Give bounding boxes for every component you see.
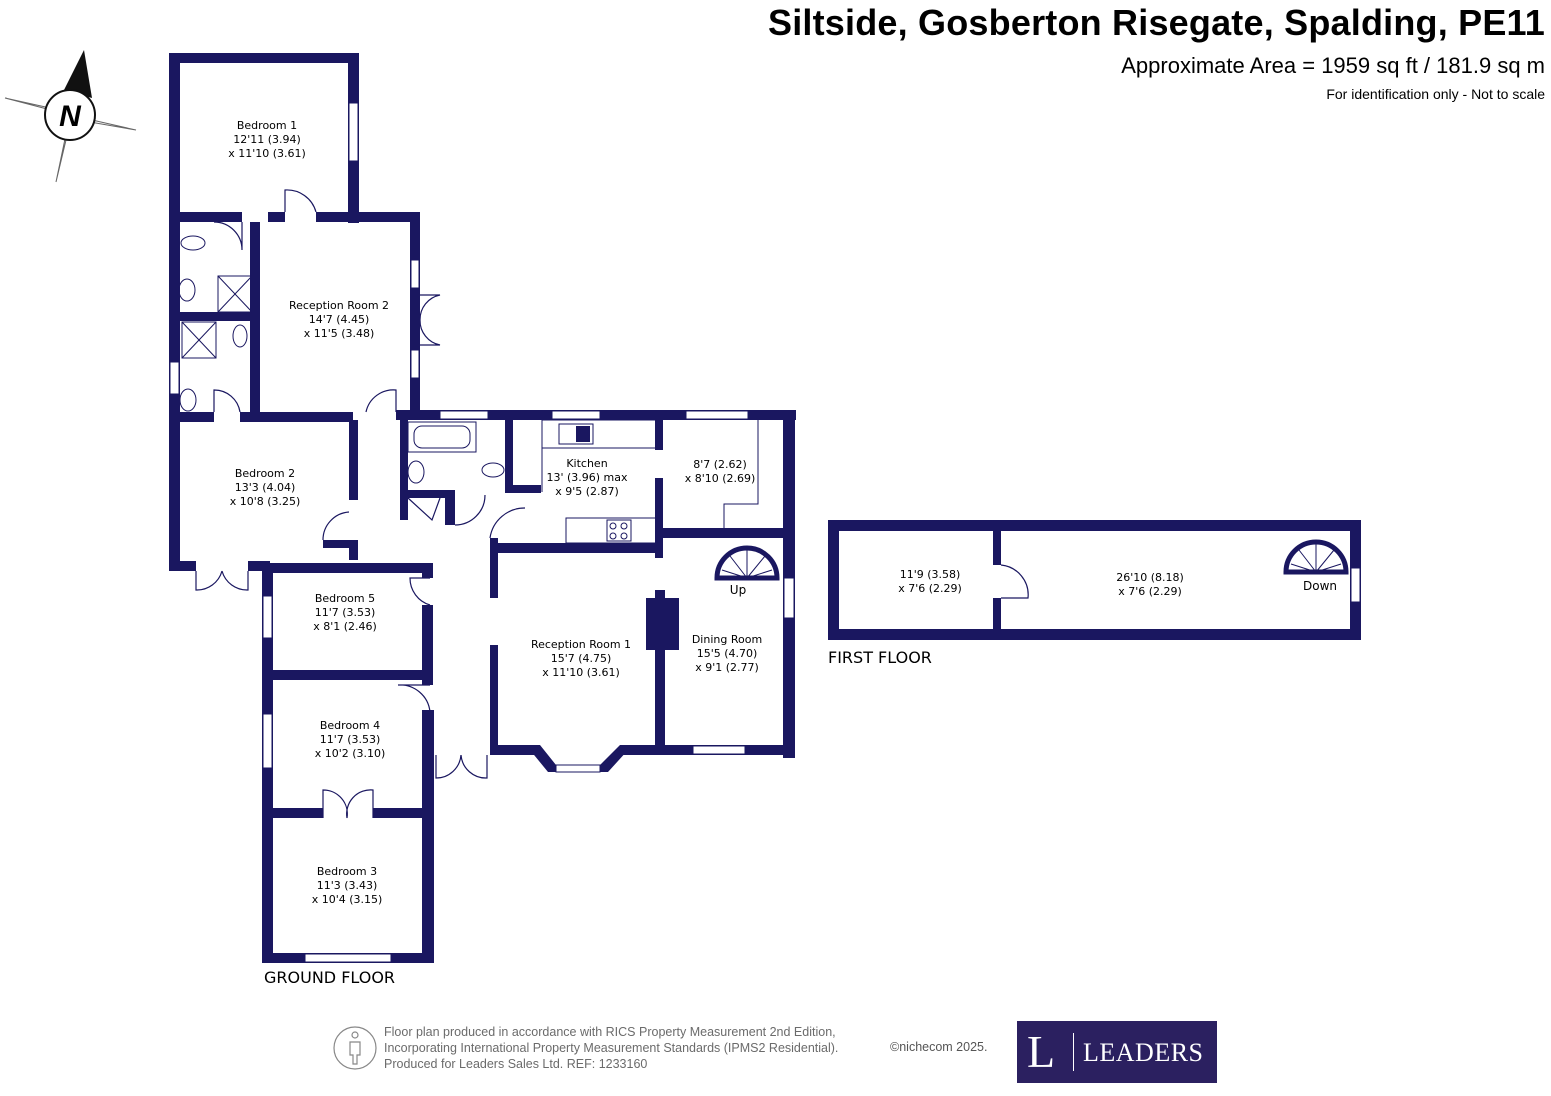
person-icon	[333, 1026, 377, 1070]
room-dim-1: 11'3 (3.43)	[316, 879, 378, 892]
ground-floor-label: GROUND FLOOR	[264, 968, 396, 987]
logo-divider	[1073, 1033, 1074, 1071]
room-dim-1: 26'10 (8.18)	[1116, 571, 1184, 584]
doors	[195, 189, 526, 819]
compass-letter: N	[59, 100, 82, 133]
room-dim-2: x 11'10 (3.61)	[228, 147, 306, 160]
room-name: Bedroom 2	[234, 467, 296, 480]
room-dining: Dining Room 15'5 (4.70) x 9'1 (2.77)	[692, 633, 762, 675]
room-dim-1: 15'7 (4.75)	[550, 652, 612, 665]
room-bedroom-3: Bedroom 3 11'3 (3.43) x 10'4 (3.15)	[312, 865, 383, 907]
room-name: Bedroom 3	[316, 865, 378, 878]
room-dim-2: x 8'1 (2.46)	[313, 620, 377, 633]
room-dim-1: 13' (3.96) max	[546, 471, 628, 484]
room-dim-1: 14'7 (4.45)	[308, 313, 370, 326]
room-name: Reception Room 1	[530, 638, 632, 651]
plan-title: Siltside, Gosberton Risegate, Spalding, …	[768, 2, 1545, 43]
room-dim-2: x 10'4 (3.15)	[311, 893, 383, 906]
room-kitchen: Kitchen 13' (3.96) max x 9'5 (2.87)	[546, 457, 627, 499]
room-dim-2: x 11'5 (3.48)	[303, 327, 375, 340]
room-dim-2: x 7'6 (2.29)	[898, 582, 962, 595]
room-bedroom-4: Bedroom 4 11'7 (3.53) x 10'2 (3.10)	[315, 719, 386, 761]
room-name: Reception Room 2	[288, 299, 390, 312]
compass-icon: N	[4, 50, 137, 183]
room-name: Bedroom 5	[314, 592, 376, 605]
room-bedroom-1: Bedroom 1 12'11 (3.94) x 11'10 (3.61)	[228, 119, 306, 161]
disclaimer: For identification only - Not to scale	[1326, 86, 1545, 102]
footer-line-3: Produced for Leaders Sales Ltd. REF: 123…	[384, 1057, 648, 1071]
room-reception-2: Reception Room 2 14'7 (4.45) x 11'5 (3.4…	[289, 299, 389, 341]
first-floor-label: FIRST FLOOR	[828, 648, 932, 667]
room-reception-1: Reception Room 1 15'7 (4.75) x 11'10 (3.…	[531, 638, 631, 680]
fixtures	[178, 235, 759, 544]
logo-name: LEADERS	[1083, 1038, 1204, 1067]
room-name: Bedroom 4	[319, 719, 381, 732]
room-dim-2: x 11'10 (3.61)	[542, 666, 620, 679]
kitchen-sink-icon	[576, 426, 590, 442]
room-dim-1: 13'3 (4.04)	[234, 481, 296, 494]
room-name: Bedroom 1	[236, 119, 298, 132]
first-floor-door	[1000, 564, 1029, 599]
stairs-up-label: Up	[729, 583, 747, 597]
footer-text: Floor plan produced in accordance with R…	[384, 1024, 838, 1072]
logo-letter: L	[1027, 1026, 1056, 1077]
room-dim-2: x 10'2 (3.10)	[314, 747, 386, 760]
leaders-logo: L LEADERS	[1017, 1021, 1217, 1083]
room-dim-1: 11'7 (3.53)	[319, 733, 381, 746]
room-name: Kitchen	[566, 457, 608, 470]
room-first-floor-2: 26'10 (8.18) x 7'6 (2.29)	[1116, 571, 1184, 599]
room-dim-1: 15'5 (4.70)	[696, 647, 758, 660]
room-first-floor-1: 11'9 (3.58) x 7'6 (2.29)	[898, 568, 962, 596]
room-dim-2: x 9'1 (2.77)	[695, 661, 759, 674]
room-dim-1: 12'11 (3.94)	[233, 133, 301, 146]
ground-stairs-icon	[714, 545, 780, 581]
ground-floor-windows	[169, 102, 795, 963]
room-dim-1: 11'9 (3.58)	[899, 568, 961, 581]
first-floor-windows	[1350, 567, 1361, 603]
room-utility: 8'7 (2.62) x 8'10 (2.69)	[685, 458, 756, 486]
room-dim-2: x 8'10 (2.69)	[684, 472, 756, 485]
room-dim-1: 8'7 (2.62)	[693, 458, 747, 471]
room-bedroom-5: Bedroom 5 11'7 (3.53) x 8'1 (2.46)	[313, 592, 377, 634]
footer-line-1: Floor plan produced in accordance with R…	[384, 1025, 836, 1039]
room-dim-1: 11'7 (3.53)	[314, 606, 376, 619]
room-bedroom-2: Bedroom 2 13'3 (4.04) x 10'8 (3.25)	[230, 467, 301, 509]
room-dim-2: x 7'6 (2.29)	[1118, 585, 1182, 598]
stairs-down-label: Down	[1302, 579, 1338, 593]
room-dim-2: x 10'8 (3.25)	[229, 495, 301, 508]
room-dim-2: x 9'5 (2.87)	[555, 485, 619, 498]
footer-line-2: Incorporating International Property Mea…	[384, 1041, 839, 1055]
first-floor-stairs-icon	[1283, 539, 1349, 575]
room-name: Dining Room	[691, 633, 763, 646]
approximate-area: Approximate Area = 1959 sq ft / 181.9 sq…	[1121, 53, 1545, 78]
copyright: ©nichecom 2025.	[890, 1040, 988, 1054]
